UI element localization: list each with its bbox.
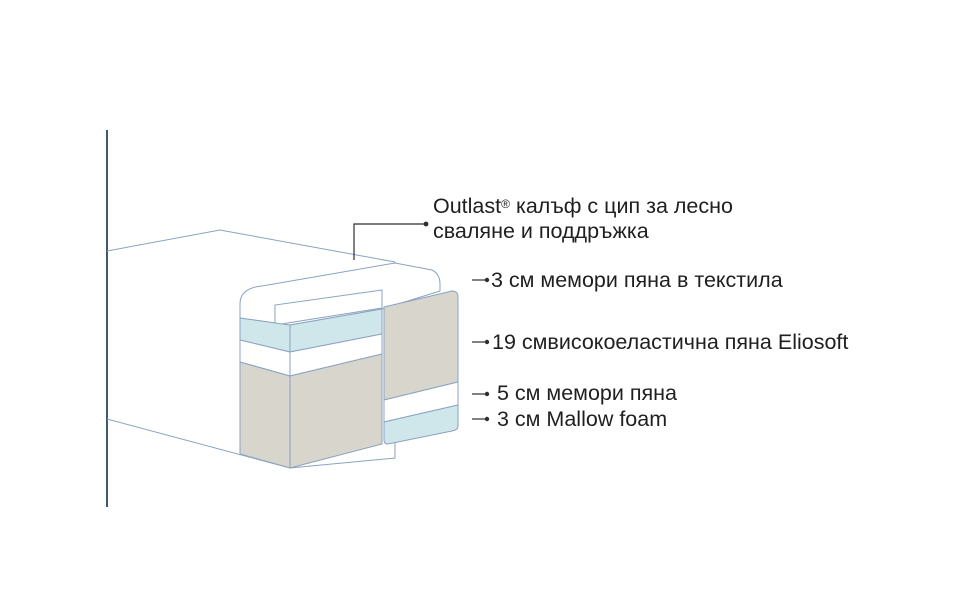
cover-label-line1: Outlast® калъф с цип за лесно <box>433 194 733 219</box>
layer-eliosoft-left <box>239 361 291 469</box>
cover-leader-line <box>353 223 426 260</box>
leader-memory-textile-dot <box>484 277 490 283</box>
leader-mallow-dot <box>484 416 490 422</box>
leader-eliosoft-dot <box>484 339 490 345</box>
cover-line1-rest: калъф с цип за лесно <box>509 194 733 218</box>
cover-label: Outlast® калъф с цип за лесно сваляне и … <box>433 194 733 244</box>
layer-eliosoft-right <box>383 290 459 401</box>
cover-layer-front <box>274 289 383 326</box>
label-memory-textile: 3 см мемори пяна в текстила <box>491 268 783 292</box>
cover-brand: Outlast <box>433 194 502 218</box>
label-eliosoft: 19 смвисокоеластична пяна Eliosoft <box>492 330 849 354</box>
leader-memory-dot <box>484 391 490 397</box>
cover-label-line2: сваляне и поддръжка <box>433 219 649 243</box>
label-mallow: 3 см Mallow foam <box>497 407 668 431</box>
label-memory: 5 см мемори пяна <box>497 381 677 405</box>
registered-mark: ® <box>501 197 510 211</box>
cover-leader-dot <box>423 221 429 227</box>
layer-mallow-right <box>383 404 459 445</box>
layer-eliosoft-front <box>289 353 383 469</box>
